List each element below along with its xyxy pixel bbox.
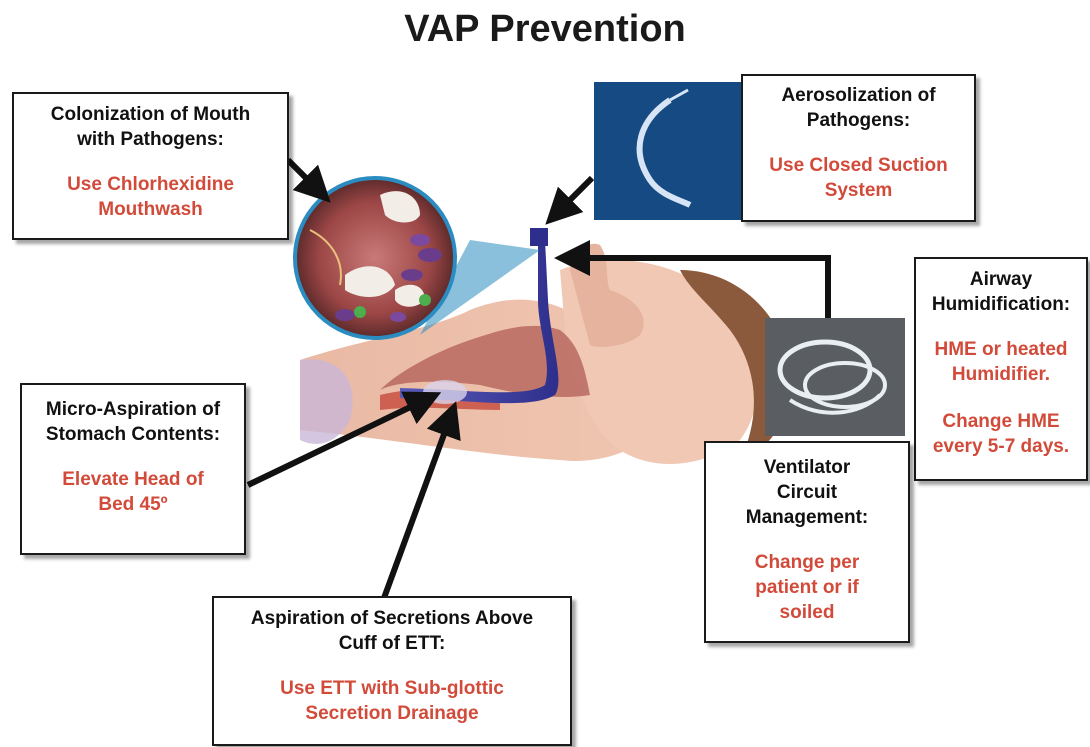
callout-remedy: Use Chlorhexidine (14, 172, 287, 197)
arrow-secretions (384, 418, 450, 598)
callout-heading: Ventilator (706, 455, 908, 480)
callout-aerosolization: Aerosolization of Pathogens: Use Closed … (741, 74, 976, 222)
callout-heading: Circuit (706, 480, 908, 505)
closed-suction-photo (594, 82, 741, 220)
callout-remedy: every 5-7 days. (916, 434, 1086, 459)
callout-ventilator-circuit: Ventilator Circuit Management: Change pe… (704, 441, 910, 643)
callout-heading: Micro-Aspiration of (22, 397, 244, 422)
callout-secretion-aspiration: Aspiration of Secretions Above Cuff of E… (212, 596, 572, 746)
callout-remedy: Change per (706, 550, 908, 575)
arrow-aerosol (558, 178, 592, 212)
callout-remedy: Secretion Drainage (214, 701, 570, 726)
callout-remedy: Change HME (916, 409, 1086, 434)
ventilator-circuit-photo (765, 318, 905, 436)
callout-micro-aspiration: Micro-Aspiration of Stomach Contents: El… (20, 383, 246, 555)
callout-remedy: HME or heated (916, 337, 1086, 362)
callout-heading: Aerosolization of (743, 83, 974, 108)
callout-airway-humidification: Airway Humidification: HME or heated Hum… (914, 257, 1088, 481)
callout-heading: Pathogens: (743, 108, 974, 133)
callout-remedy: Humidifier. (916, 362, 1086, 387)
callout-remedy: Use Closed Suction (743, 153, 974, 178)
callout-remedy: Use ETT with Sub-glottic (214, 676, 570, 701)
callout-heading: Management: (706, 505, 908, 530)
callout-remedy: Mouthwash (14, 197, 287, 222)
callout-heading: with Pathogens: (14, 127, 287, 152)
callout-heading: Aspiration of Secretions Above (214, 606, 570, 631)
callout-heading: Colonization of Mouth (14, 102, 287, 127)
callout-heading: Cuff of ETT: (214, 631, 570, 656)
callout-remedy: soiled (706, 600, 908, 625)
callout-remedy: patient or if (706, 575, 908, 600)
callout-remedy: Elevate Head of (22, 467, 244, 492)
callout-remedy: Bed 45º (22, 492, 244, 517)
arrow-mouth (288, 160, 318, 190)
callout-heading: Stomach Contents: (22, 422, 244, 447)
mouth-closeup (295, 178, 455, 338)
callout-heading: Airway (916, 267, 1086, 292)
callout-mouth-colonization: Colonization of Mouth with Pathogens: Us… (12, 92, 289, 240)
callout-heading: Humidification: (916, 292, 1086, 317)
callout-remedy: System (743, 178, 974, 203)
